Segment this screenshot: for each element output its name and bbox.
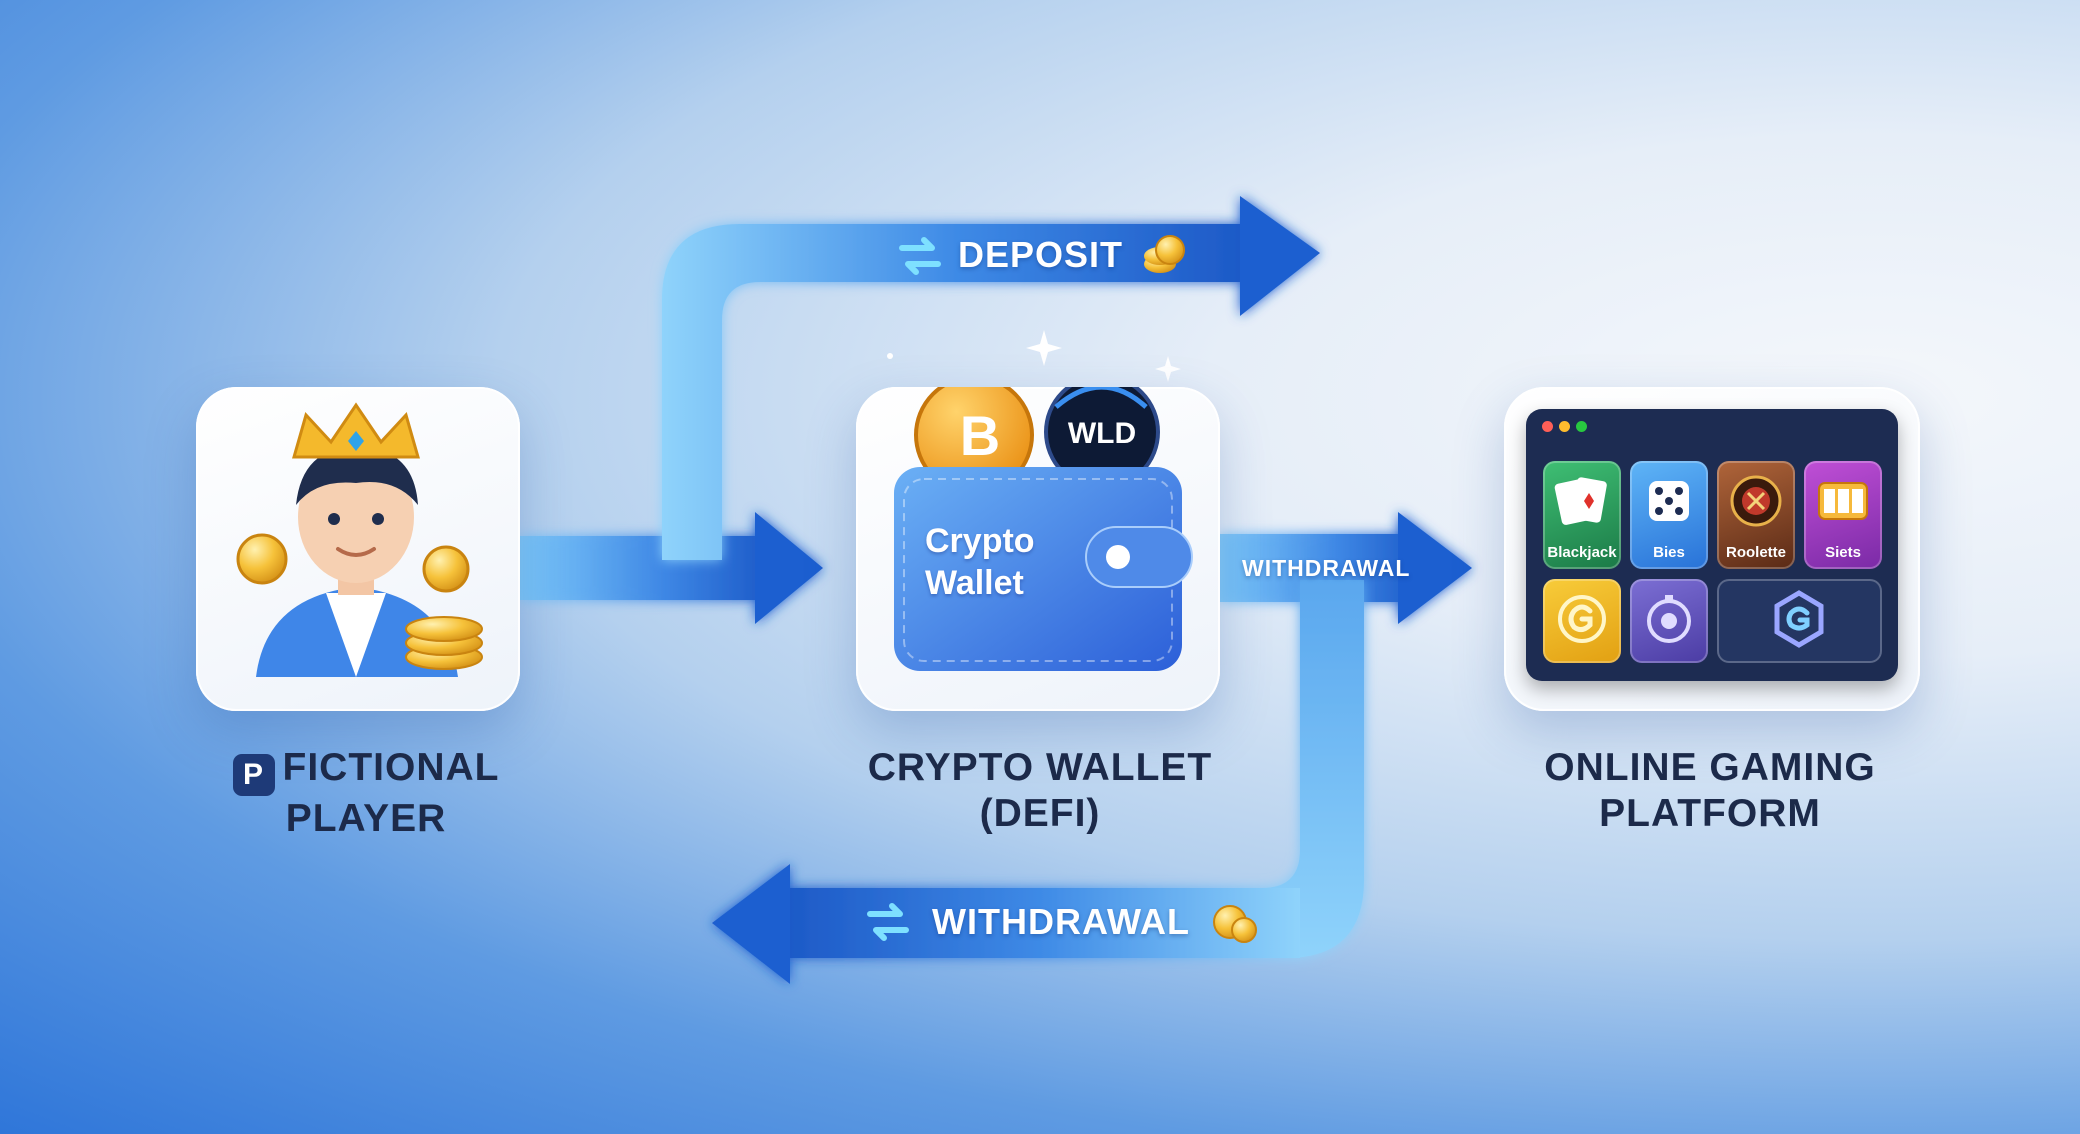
wld-label: WLD xyxy=(1067,417,1137,450)
g-coin-icon xyxy=(1558,595,1606,643)
game-tile-roulette[interactable]: Roolette xyxy=(1717,461,1795,569)
gaming-platform-label: ONLINE GAMING PLATFORM xyxy=(1544,746,1876,835)
p-badge-icon: P xyxy=(232,754,275,796)
wallet-card xyxy=(856,374,1220,711)
player-card xyxy=(196,387,520,711)
game-label: Bies xyxy=(1653,544,1685,561)
withdrawal-label-right: WITHDRAWAL xyxy=(1242,555,1411,581)
game-label: Blackjack xyxy=(1547,544,1617,561)
worldcoin-icon xyxy=(1044,374,1160,490)
transfer-icon xyxy=(899,237,941,275)
player-to-wallet-arrow xyxy=(520,512,823,624)
game-tile-gold[interactable] xyxy=(1543,579,1621,663)
transfer-icon xyxy=(867,903,909,941)
platform-logo-icon xyxy=(1774,590,1824,648)
dice-icon xyxy=(1649,481,1689,521)
window-controls xyxy=(1542,419,1593,437)
wheel-icon xyxy=(1647,595,1691,643)
game-label: Siets xyxy=(1825,544,1861,561)
game-label: Roolette xyxy=(1726,544,1786,561)
player-avatar-icon xyxy=(236,402,483,677)
wallet-label: CRYPTO WALLET (DEFI) xyxy=(867,746,1213,835)
game-tile-slots[interactable]: Siets xyxy=(1804,461,1882,569)
withdrawal-label-bottom: WITHDRAWAL xyxy=(932,901,1190,942)
wallet-card-text: Crypto Wallet xyxy=(925,522,1035,602)
game-tile-wheel[interactable] xyxy=(1630,579,1708,663)
deposit-arrow xyxy=(662,196,1320,560)
slot-machine-icon xyxy=(1818,482,1868,520)
game-tile-dice[interactable]: Bies xyxy=(1630,461,1708,569)
coins-icon xyxy=(1213,905,1257,943)
wallet-icon xyxy=(894,374,1193,671)
roulette-icon xyxy=(1730,475,1782,527)
game-tile-blackjack[interactable]: Blackjack xyxy=(1543,461,1621,569)
sparkle-icon xyxy=(887,330,1181,382)
bitcoin-label: B xyxy=(959,404,1001,467)
coins-icon xyxy=(1144,235,1185,273)
cards-icon xyxy=(1554,477,1607,525)
platform-logo-tile[interactable] xyxy=(1717,579,1882,663)
deposit-label: DEPOSIT xyxy=(958,234,1124,275)
